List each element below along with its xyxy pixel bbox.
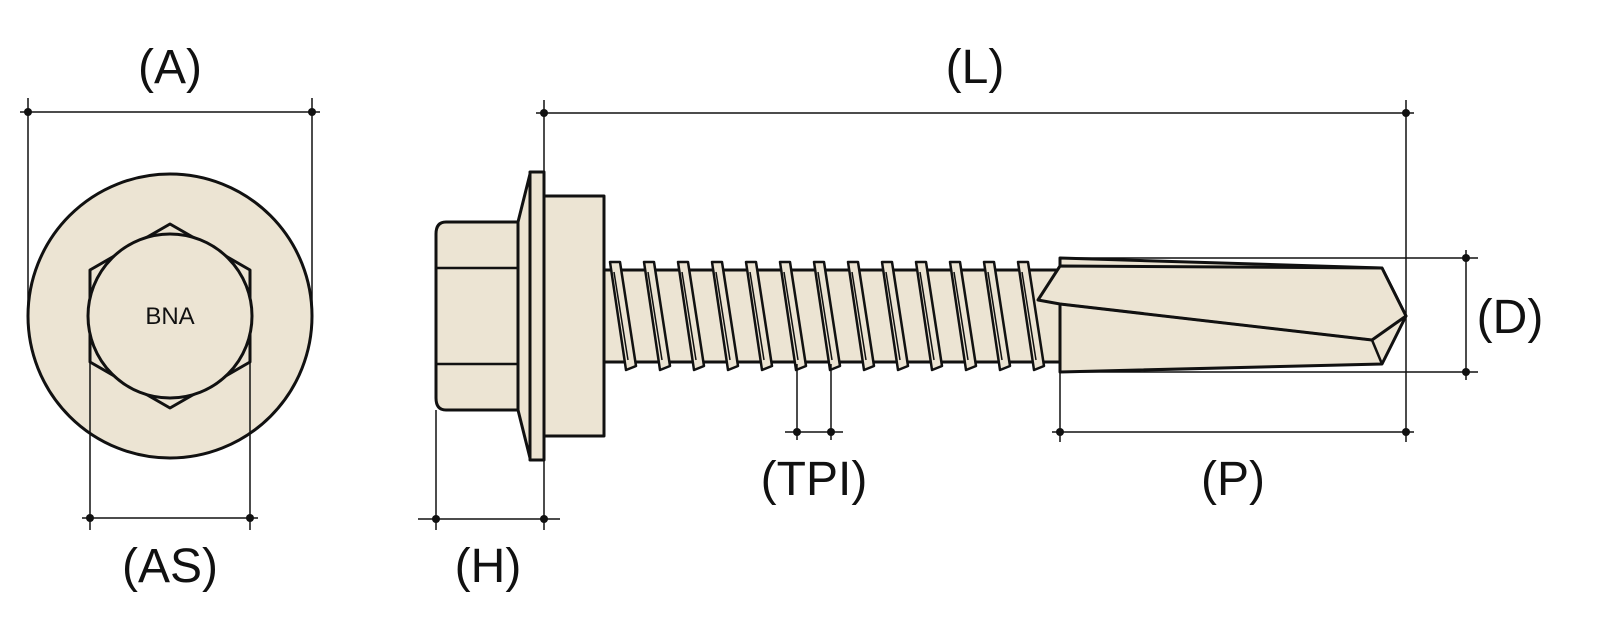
thread-shade-line [953, 271, 969, 361]
dimension-l: (L) [536, 41, 1414, 316]
head-face-circle [86, 232, 254, 400]
label-as: (AS) [122, 540, 218, 593]
thread-shade-line [851, 271, 867, 361]
thread-shade-line [919, 271, 935, 361]
label-a: (A) [138, 41, 202, 94]
thread-flutes [608, 260, 1046, 372]
thread-shade-line [749, 271, 765, 361]
thread-shade-line [1021, 271, 1037, 361]
brand-mark: BNA [145, 303, 194, 330]
screw-side-view [434, 170, 1408, 462]
dimension-as: (AS) [82, 362, 258, 593]
dimension-h: (H) [418, 410, 560, 593]
dimension-tpi: (TPI) [761, 364, 868, 506]
label-tpi: (TPI) [761, 453, 868, 506]
flange [516, 172, 532, 460]
dimension-a: (A) [20, 41, 320, 316]
dimension-p: (P) [1052, 316, 1414, 506]
thread-shade-line [715, 271, 731, 361]
dimension-d: (D) [1060, 250, 1543, 380]
head-end-view: BNA [26, 172, 314, 460]
thread-shade-line [987, 271, 1003, 361]
thread-shade-line [885, 271, 901, 361]
label-l: (L) [946, 41, 1005, 94]
thread-shade-line [817, 271, 833, 361]
thread-shade-line [681, 271, 697, 361]
sealing-washer [542, 194, 606, 438]
label-h: (H) [455, 540, 522, 593]
thread-shade-line [613, 271, 629, 361]
label-d: (D) [1477, 291, 1544, 344]
thread-shade-line [647, 271, 663, 361]
label-p: (P) [1201, 453, 1265, 506]
hex-head-side [434, 220, 520, 412]
thread-shade-line [783, 271, 799, 361]
washer-plate [528, 170, 546, 462]
